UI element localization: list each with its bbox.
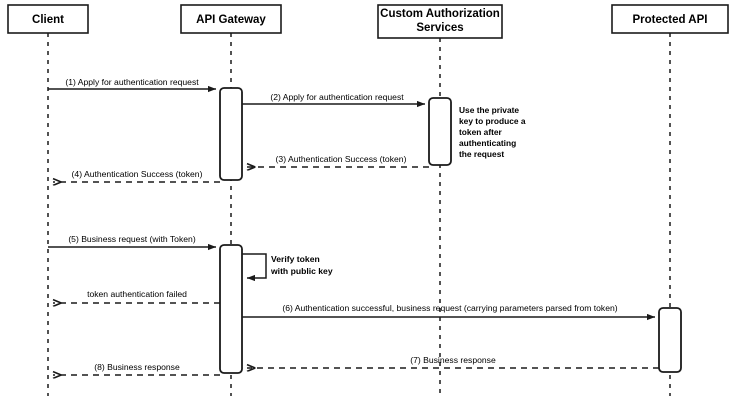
lifeline-header-custom-authorization-services[interactable]: Custom Authorization Services (377, 4, 503, 39)
self-message-verify-token[interactable]: Verify token with public key (242, 253, 333, 282)
message-4-label: (4) Authentication Success (token) (72, 169, 203, 179)
lifeline-box-client (7, 4, 89, 34)
note-line-1: Use the private (459, 105, 519, 115)
message-7[interactable]: (7) Business response (247, 355, 659, 368)
lifeline-label-custom-authorization-services-line1: Custom Authorization (380, 8, 500, 20)
lifeline-header-protected-api[interactable]: Protected API (611, 4, 729, 34)
activation-bar-api-gateway-auth (219, 87, 243, 181)
self-message-arrow (242, 253, 267, 282)
message-3-label: (3) Authentication Success (token) (276, 154, 407, 164)
message-5[interactable]: (5) Business request (with Token) (48, 234, 217, 251)
message-2[interactable]: (2) Apply for authentication request (242, 92, 426, 108)
self-message-label-line1: Verify token (271, 254, 320, 264)
activation-bar-protected-api (658, 307, 682, 373)
message-6-label: (6) Authentication successful, business … (282, 303, 617, 313)
message-8-label: (8) Business response (94, 362, 180, 372)
lifeline-label-custom-authorization-services-line2: Services (416, 22, 463, 34)
message-6[interactable]: (6) Authentication successful, business … (242, 303, 656, 321)
message-token-authentication-failed-label: token authentication failed (87, 289, 187, 299)
lifeline-header-client[interactable]: Client (7, 4, 89, 34)
lifeline-header-api-gateway[interactable]: API Gateway (180, 4, 282, 34)
message-1-label: (1) Apply for authentication request (65, 77, 199, 87)
note-line-3: token after (459, 127, 503, 137)
lifeline-box-custom-authorization-services (377, 4, 503, 39)
activation-bar-api-gateway-business (219, 244, 243, 374)
lifeline-label-api-gateway: API Gateway (196, 14, 266, 26)
lifeline-verticals (47, 33, 671, 396)
self-message-label-line2: with public key (270, 266, 333, 276)
lifeline-box-api-gateway (180, 4, 282, 34)
lifeline-label-client: Client (32, 14, 64, 26)
message-4[interactable]: (4) Authentication Success (token) (53, 169, 220, 182)
lifeline-box-protected-api (611, 4, 729, 34)
activation-bar-custom-authorization-services (428, 97, 452, 166)
note-line-5: the request (459, 149, 504, 159)
message-5-label: (5) Business request (with Token) (68, 234, 196, 244)
message-1[interactable]: (1) Apply for authentication request (48, 77, 217, 93)
message-8[interactable]: (8) Business response (53, 362, 220, 375)
note-private-key: Use the private key to produce a token a… (455, 100, 541, 162)
note-line-4: authenticating (459, 138, 516, 148)
message-token-authentication-failed[interactable]: token authentication failed (53, 289, 220, 303)
note-background (455, 100, 541, 162)
message-2-label: (2) Apply for authentication request (270, 92, 404, 102)
lifeline-label-protected-api: Protected API (633, 14, 708, 26)
note-line-2: key to produce a (459, 116, 526, 126)
message-3[interactable]: (3) Authentication Success (token) (247, 154, 429, 167)
message-7-label: (7) Business response (410, 355, 496, 365)
